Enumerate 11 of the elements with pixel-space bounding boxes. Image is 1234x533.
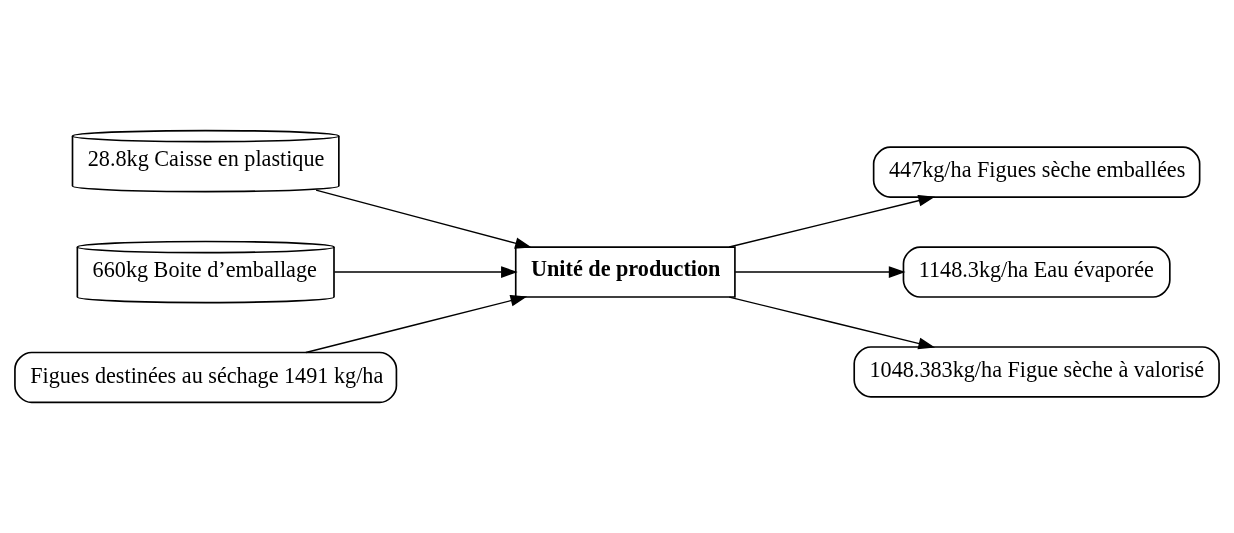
- node-box: Unité de production: [514, 246, 736, 298]
- arrow: [734, 266, 906, 278]
- arrow: [333, 266, 518, 278]
- arrow: [305, 294, 528, 354]
- arrow: [315, 189, 532, 249]
- node-box: Figues destinées au séchage 1491 kg/ha: [14, 351, 398, 404]
- node-box: 1048.383kg/ha Figue sèche à valorisé: [853, 346, 1220, 398]
- arrow: [728, 296, 936, 350]
- node-box: 447kg/ha Figues sèche emballées: [872, 146, 1201, 198]
- arrow: [728, 194, 936, 248]
- node-box: 1148.3kg/ha Eau évaporée: [902, 246, 1171, 298]
